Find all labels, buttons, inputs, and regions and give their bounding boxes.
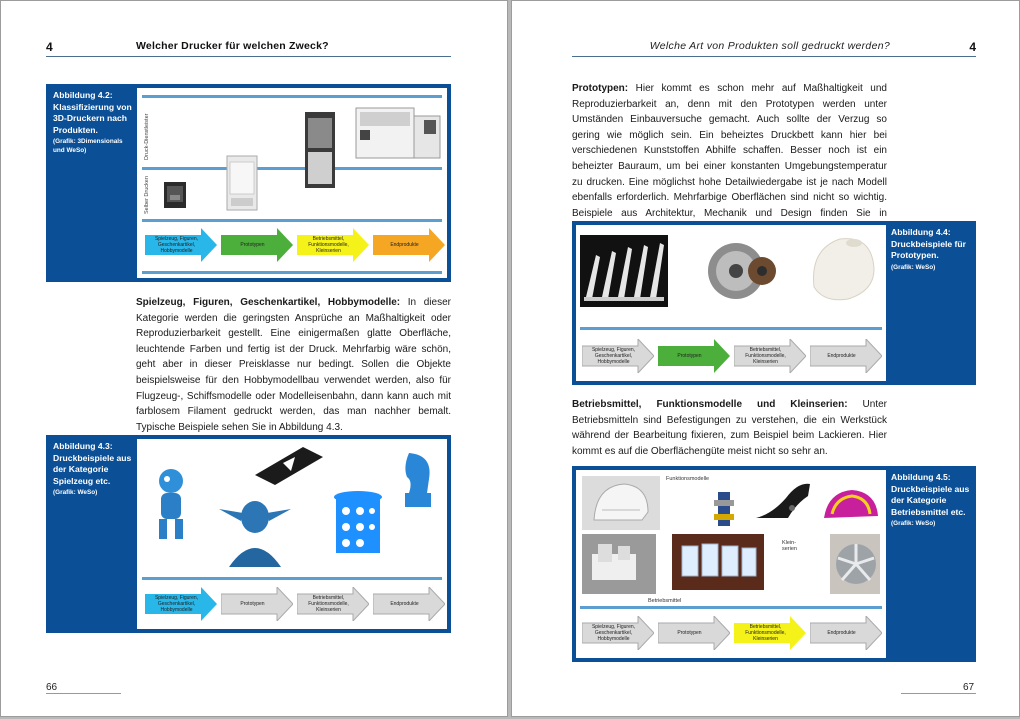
band-line — [580, 327, 882, 330]
figure-4-3: Abbildung 4.3: Druckbeispiele aus der Ka… — [46, 435, 451, 633]
left-page: 4 Welcher Drucker für welchen Zweck? Abb… — [0, 0, 508, 717]
label-selber-drucken: Selber Drucken — [144, 176, 150, 214]
gear-model-image — [708, 243, 776, 299]
arrow-spielzeug: Spielzeug, Figuren, Geschenkartikel, Hob… — [145, 587, 217, 621]
figure-credit: (Grafik: WeSo) — [53, 489, 98, 496]
band-line — [142, 271, 442, 274]
band-line — [580, 606, 882, 609]
paragraph-spielzeug: Spielzeug, Figuren, Geschenkartikel, Hob… — [136, 297, 451, 433]
figure-4-4: Spielzeug, Figuren, Geschenkartikel, Hob… — [572, 221, 976, 385]
footer-rule — [46, 693, 121, 694]
robot-figure-image — [159, 469, 183, 539]
turbine-image — [830, 534, 880, 594]
printer-desktop-image — [164, 182, 186, 208]
running-header: 4 Welcher Drucker für welchen Zweck? — [46, 40, 451, 57]
figure-credit: (Grafik: WeSo) — [891, 263, 936, 271]
lattice-vase-image — [334, 491, 382, 553]
arrow-prototypen: Prototypen — [658, 339, 730, 373]
arrow-prototypen: Prototypen — [658, 616, 730, 650]
arrow-endprodukte: Endprodukte — [810, 339, 882, 373]
fixture-tool-image — [582, 534, 656, 594]
printer-hp-image — [355, 107, 441, 159]
bike-helmet-image — [824, 490, 878, 518]
arrow-betriebsmittel: Betriebsmittel, Funktionsmodelle, Kleins… — [297, 228, 369, 262]
printer-ultimaker-image — [305, 112, 335, 188]
yoda-bust-image — [219, 501, 291, 567]
mechanism-part-image — [714, 492, 734, 526]
label-funktionsmodelle: Funktionsmodelle — [666, 476, 710, 482]
arrow-betriebsmittel: Betriebsmittel, Funktionsmodelle, Kleins… — [734, 339, 806, 373]
mouse-design-image — [813, 238, 875, 301]
band-line — [142, 167, 442, 170]
arrow-endprodukte: Endprodukte — [373, 228, 445, 262]
running-title: Welche Art von Produkten soll gedruckt w… — [649, 40, 890, 52]
chapter-number: 4 — [46, 40, 53, 54]
architecture-model-image — [580, 235, 668, 307]
arrow-endprodukte: Endprodukte — [373, 587, 445, 621]
page-folio: 67 — [963, 682, 975, 693]
paragraph-prototypen: Prototypen: Hier kommt es schon mehr auf… — [572, 83, 887, 234]
band-line — [142, 577, 442, 580]
arrow-spielzeug: Spielzeug, Figuren, Geschenkartikel, Hob… — [582, 339, 654, 373]
figure-panel: Spielzeug, Figuren, Geschenkartikel, Hob… — [576, 225, 886, 381]
arrow-betriebsmittel: Betriebsmittel, Funktionsmodelle, Kleins… — [297, 587, 369, 621]
arrow-spielzeug: Spielzeug, Figuren, Geschenkartikel, Hob… — [582, 616, 654, 650]
helmet-model-image — [582, 476, 660, 530]
arrow-endprodukte: Endprodukte — [810, 616, 882, 650]
figure-4-2: Abbildung 4.2: Klassifizierung von 3D-Dr… — [46, 84, 451, 282]
running-header: Welche Art von Produkten soll gedruckt w… — [572, 40, 976, 57]
footer-rule — [901, 693, 976, 694]
right-page: Welche Art von Produkten soll gedruckt w… — [511, 0, 1020, 717]
printer-formlabs-image — [226, 155, 258, 211]
figure-panel: Druck-Dienstleister Selber Drucken Spiel… — [137, 88, 447, 278]
figure-caption: Abbildung 4.3: Druckbeispiele aus der Ka… — [53, 441, 132, 496]
figure-4-5: Funktionsmodelle Klein-serien Betriebsmi… — [572, 466, 976, 662]
label-betriebsmittel: Betriebsmittel — [648, 598, 682, 604]
chess-knight-image — [405, 453, 431, 507]
figure-credit: (Grafik: WeSo) — [891, 520, 936, 527]
paragraph-betriebsmittel: Betriebsmittel, Funktionsmodelle und Kle… — [572, 399, 887, 457]
figure-panel: Spielzeug, Figuren, Geschenkartikel, Hob… — [137, 439, 447, 629]
chapter-number: 4 — [969, 40, 976, 54]
figure-caption: Abbildung 4.4: Druckbeispiele für Protot… — [891, 227, 971, 272]
label-dienstleister: Druck-Dienstleister — [144, 113, 150, 160]
figure-credit: (Grafik: 3Dimensionals und WeSo) — [53, 138, 123, 154]
figure-caption: Abbildung 4.2: Klassifizierung von 3D-Dr… — [53, 90, 132, 154]
arrow-prototypen: Prototypen — [221, 228, 293, 262]
small-series-image — [672, 534, 764, 590]
arrow-spielzeug: Spielzeug, Figuren, Geschenkartikel, Hob… — [145, 228, 217, 262]
page-folio: 66 — [46, 682, 58, 693]
phone-case-image — [255, 447, 323, 485]
running-title: Welcher Drucker für welchen Zweck? — [136, 40, 329, 52]
band-line — [142, 219, 442, 222]
figure-caption: Abbildung 4.5: Druckbeispiele aus der Ka… — [891, 472, 970, 527]
arrow-prototypen: Prototypen — [221, 587, 293, 621]
arrow-betriebsmittel: Betriebsmittel, Funktionsmodelle, Kleins… — [734, 616, 806, 650]
figure-panel: Funktionsmodelle Klein-serien Betriebsmi… — [576, 470, 886, 658]
shoe-sole-image — [756, 483, 810, 518]
label-kleinserien: Klein-serien — [782, 540, 797, 552]
band-line — [142, 95, 442, 98]
